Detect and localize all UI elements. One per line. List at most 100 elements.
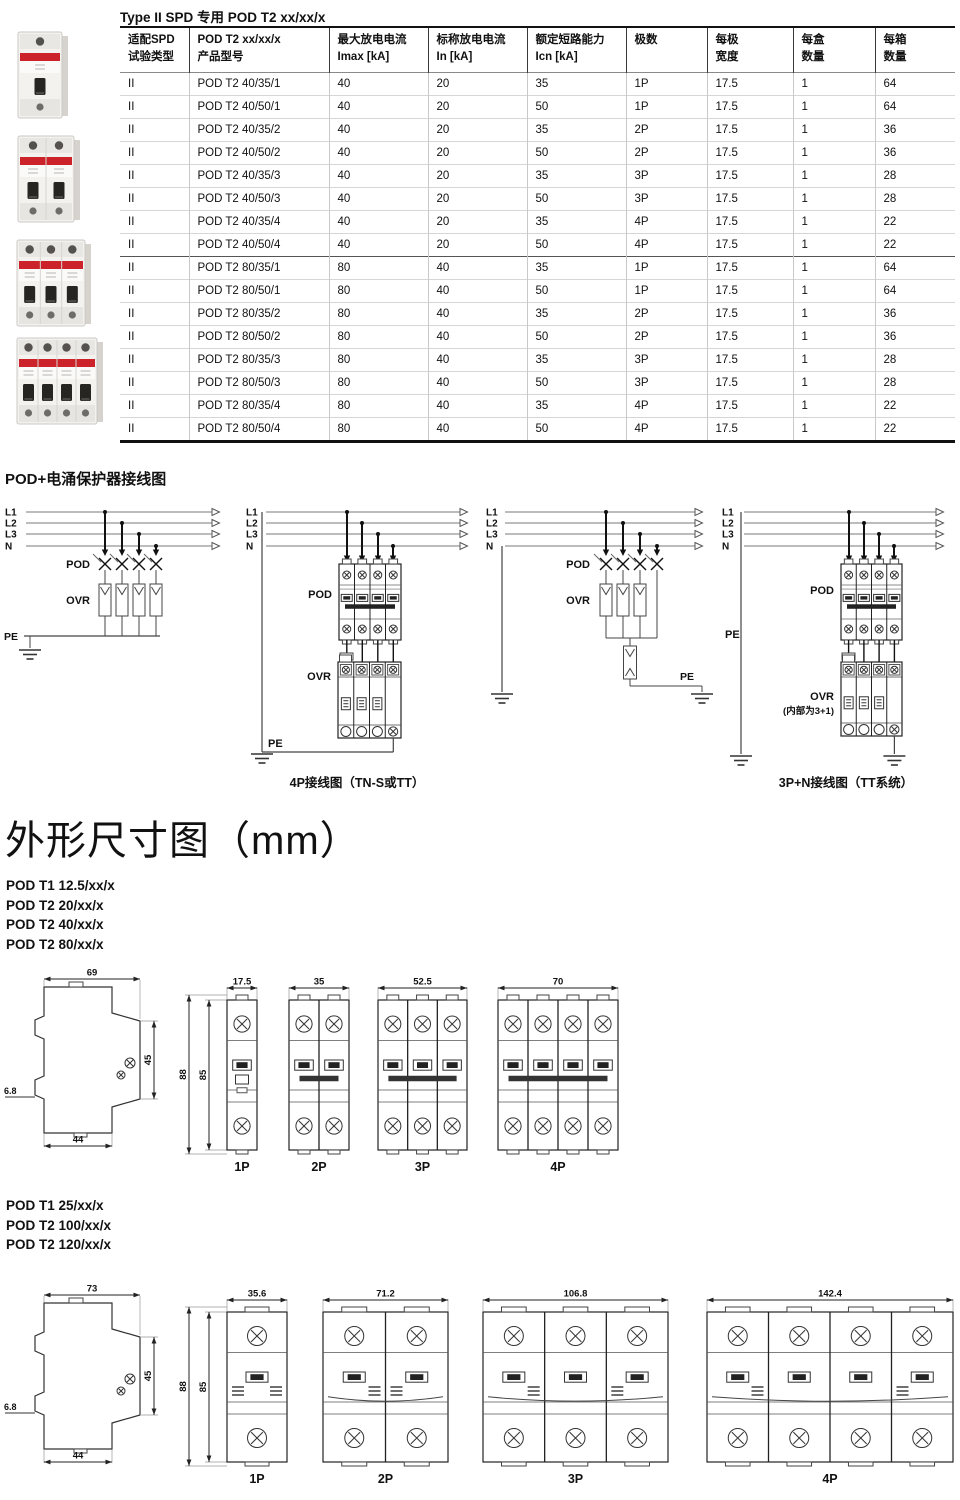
ovr-label: OVR [810, 691, 834, 703]
table-cell: 35 [526, 72, 626, 95]
dimension-value: 142.4 [818, 1289, 842, 1300]
ovr-label: OVR [566, 595, 590, 607]
table-cell: 17.5 [706, 163, 793, 187]
dimension-value: 69 [87, 968, 98, 979]
product-photo-2p [17, 135, 80, 223]
table-cell: 17.5 [706, 393, 793, 417]
table-cell: 35 [526, 255, 626, 279]
table-cell: 1 [792, 324, 875, 348]
dimension-value: 44 [73, 1451, 84, 1462]
table-cell: II [120, 324, 189, 348]
table-cell: 3P [625, 347, 707, 371]
dimension-value: 17.5 [233, 977, 252, 988]
wire-label-n: N [246, 542, 253, 553]
table-cell: 28 [874, 163, 955, 187]
wire-label-l1: L1 [722, 508, 734, 519]
dimension-value: 85 [198, 1069, 209, 1080]
table-cell: POD T2 40/35/3 [188, 163, 329, 187]
table-cell: 36 [874, 140, 955, 164]
wire-label-l3: L3 [5, 530, 17, 541]
table-cell: 17.5 [706, 209, 793, 233]
table-cell: II [120, 117, 189, 141]
wire-label-n: N [722, 542, 729, 553]
table-cell: 80 [328, 324, 428, 348]
table-cell: 3P [625, 186, 707, 210]
table-cell: POD T2 40/50/2 [188, 140, 329, 164]
table-cell: POD T2 80/50/3 [188, 370, 329, 394]
table-cell: 80 [328, 278, 428, 302]
table-cell: 35 [526, 301, 626, 325]
table-cell: POD T2 40/50/3 [188, 186, 329, 210]
table-cell: 64 [874, 72, 955, 95]
pole-caption: 4P [822, 1472, 837, 1486]
table-cell: 40 [427, 301, 527, 325]
table-cell: 17.5 [706, 370, 793, 394]
pod-label: POD [308, 589, 332, 601]
diagram-caption-4p: 4P接线图（TN-S或TT） [290, 775, 425, 790]
table-cell: 1P [625, 72, 707, 95]
table-cell: 28 [874, 370, 955, 394]
table-cell: 1 [792, 140, 875, 164]
table-cell: 4P [625, 393, 707, 417]
pe-label: PE [725, 629, 740, 641]
table-cell: 20 [427, 232, 527, 256]
table-cell: 28 [874, 186, 955, 210]
table-cell: II [120, 163, 189, 187]
table-cell: II [128, 77, 135, 90]
table-cell: 64 [874, 94, 955, 118]
table-cell: 80 [328, 301, 428, 325]
table-cell: 40 [427, 370, 527, 394]
column-header: 每极宽度 [706, 27, 793, 72]
table-cell: 3P [625, 370, 707, 394]
table-cell: POD T2 40/35/1 [188, 72, 329, 95]
table-cell: 35 [526, 393, 626, 417]
dimension-value: 6.8 [4, 1086, 17, 1096]
table-cell: 50 [526, 416, 626, 441]
pe-label: PE [4, 631, 18, 643]
table-cell: 4P [625, 209, 707, 233]
dimension-value: 44 [73, 1135, 84, 1146]
table-cell: 20 [427, 117, 527, 141]
pole-caption: 4P [550, 1160, 565, 1174]
pod-label: POD [66, 559, 90, 571]
table-cell: POD T2 40/35/2 [188, 117, 329, 141]
wire-label-l1: L1 [5, 508, 17, 519]
table-cell: 40 [328, 186, 428, 210]
table-cell: POD T2 80/50/4 [188, 416, 329, 441]
model-name: POD T2 20/xx/x [6, 897, 104, 913]
table-cell: 2P [625, 140, 707, 164]
table-cell: POD T2 40/35/4 [188, 209, 329, 233]
wire-label-l1: L1 [486, 508, 498, 519]
wire-label-l3: L3 [246, 530, 258, 541]
table-cell: II [120, 370, 189, 394]
wire-label-l3: L3 [486, 530, 498, 541]
dimension-value: 88 [178, 1381, 189, 1392]
table-cell: 40 [328, 163, 428, 187]
table-cell: 1P [625, 94, 707, 118]
table-cell: 50 [526, 232, 626, 256]
wire-label-l3: L3 [722, 530, 734, 541]
table-cell: 40 [328, 94, 428, 118]
ovr-label: OVR [307, 671, 331, 683]
table-cell: 50 [526, 278, 626, 302]
pe-label: PE [268, 738, 283, 750]
dimension-value: 85 [198, 1381, 209, 1392]
table-cell: 1P [625, 255, 707, 279]
wire-label-l1: L1 [246, 508, 258, 519]
table-cell: 35 [526, 117, 626, 141]
pole-caption: 3P [415, 1160, 430, 1174]
table-cell: 80 [328, 370, 428, 394]
table-cell: 17.5 [706, 72, 793, 95]
dimension-value: 106.8 [564, 1289, 588, 1300]
table-cell: 17.5 [706, 301, 793, 325]
